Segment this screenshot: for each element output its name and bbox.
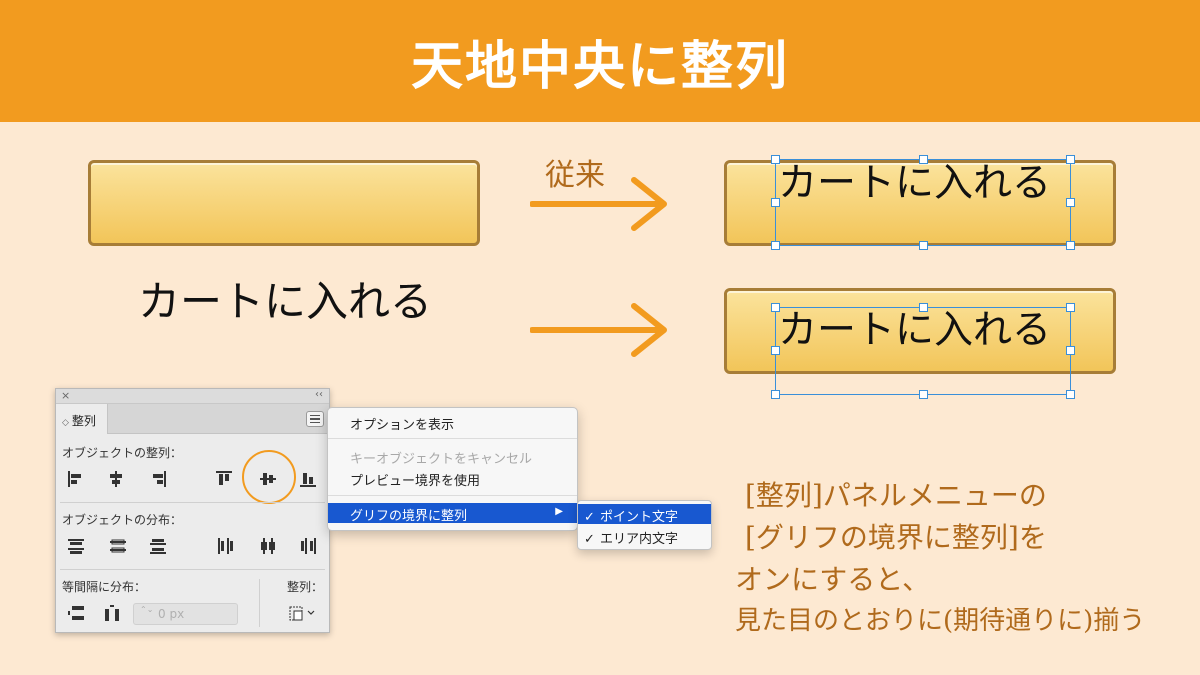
- stepper-icon[interactable]: ⌃⌄: [140, 605, 154, 614]
- menu-item-align-to-glyph-bounds[interactable]: グリフの境界に整列 ▶: [328, 503, 577, 524]
- selection-box-glyph-aligned: [775, 307, 1071, 395]
- submenu-item-area-text[interactable]: ✓エリア内文字: [584, 532, 679, 547]
- align-horizontal-center-icon[interactable]: [106, 469, 126, 489]
- spacing-value: 0 px: [158, 607, 185, 621]
- section-distribute-objects: オブジェクトの分布：: [62, 513, 183, 527]
- section-align-to: 整列：: [287, 580, 324, 594]
- submenu-arrow-icon: ▶: [555, 506, 563, 517]
- check-icon: ✓: [584, 510, 595, 525]
- selection-handle[interactable]: [771, 155, 780, 164]
- distribute-left-icon[interactable]: [216, 536, 236, 556]
- selection-handle[interactable]: [919, 241, 928, 250]
- check-icon: ✓: [584, 532, 595, 547]
- distribute-horizontal-center-icon[interactable]: [258, 536, 278, 556]
- panel-tabbar: ◇整列: [56, 404, 329, 434]
- menu-item-cancel-key-object: キーオブジェクトをキャンセル: [350, 452, 533, 467]
- align-panel: × ‹‹ ◇整列 オブジェクトの整列： オブジェクトの分布： 等間隔に分布： 整…: [55, 388, 330, 633]
- section-distribute-spacing: 等間隔に分布：: [62, 580, 147, 594]
- selection-box-conventional: [775, 159, 1071, 246]
- note-line-4: 見た目のとおりに(期待通りに)揃う: [735, 606, 1146, 636]
- note-line-3: オンにすると、: [735, 563, 931, 596]
- note-line-1: [整列]パネルメニューの: [745, 479, 1047, 512]
- arrow-right-icon: [530, 303, 667, 357]
- distribute-bottom-icon[interactable]: [148, 536, 168, 556]
- align-bottom-icon[interactable]: [298, 469, 318, 489]
- distribute-top-icon[interactable]: [66, 536, 86, 556]
- selection-handle[interactable]: [771, 241, 780, 250]
- menu-item-show-options[interactable]: オプションを表示: [350, 418, 455, 433]
- distribute-vertical-center-icon[interactable]: [108, 536, 128, 556]
- selection-handle[interactable]: [1066, 155, 1075, 164]
- distribute-horizontal-spacing-icon[interactable]: [102, 603, 122, 623]
- collapse-icon[interactable]: ‹‹: [315, 389, 323, 400]
- cart-label-separate: カートに入れる: [138, 277, 433, 326]
- distribute-right-icon[interactable]: [298, 536, 318, 556]
- distribute-vertical-spacing-icon[interactable]: [66, 603, 86, 623]
- page-title: 天地中央に整列: [410, 36, 789, 97]
- note-line-2: [グリフの境界に整列]を: [745, 521, 1047, 554]
- align-top-icon[interactable]: [214, 469, 234, 489]
- highlight-circle: [242, 450, 296, 504]
- section-align-objects: オブジェクトの整列：: [62, 446, 183, 460]
- cart-button-text-glyph-aligned: カートに入れる: [778, 308, 1052, 353]
- arrow-caption: 従来: [545, 158, 605, 193]
- selection-handle[interactable]: [771, 390, 780, 399]
- menu-item-use-preview-bounds[interactable]: プレビュー境界を使用: [350, 474, 481, 489]
- selection-handle[interactable]: [919, 155, 928, 164]
- align-right-icon[interactable]: [148, 469, 168, 489]
- selection-handle[interactable]: [919, 390, 928, 399]
- align-left-icon[interactable]: [66, 469, 86, 489]
- tab-align[interactable]: ◇整列: [56, 404, 108, 434]
- selection-handle[interactable]: [1066, 241, 1075, 250]
- header-banner: 天地中央に整列: [0, 0, 1200, 122]
- selection-handle[interactable]: [771, 303, 780, 312]
- cart-button-text-conventional: カートに入れる: [778, 161, 1052, 206]
- align-to-selection-icon[interactable]: [286, 603, 320, 623]
- selection-handle[interactable]: [1066, 390, 1075, 399]
- panel-titlebar: × ‹‹: [56, 389, 329, 404]
- glyph-bounds-submenu: ✓ポイント文字 ✓エリア内文字: [577, 500, 712, 550]
- cart-button-shape: [88, 160, 480, 246]
- selection-handle[interactable]: [771, 198, 780, 207]
- close-icon[interactable]: ×: [61, 389, 71, 402]
- tab-arrow-icon: ◇: [62, 418, 69, 428]
- selection-handle[interactable]: [1066, 198, 1075, 207]
- panel-context-menu: オプションを表示 キーオブジェクトをキャンセル プレビュー境界を使用 グリフの境…: [327, 407, 578, 531]
- arrow-right-icon: [530, 177, 667, 231]
- selection-handle[interactable]: [771, 346, 780, 355]
- panel-menu-button[interactable]: [306, 411, 324, 427]
- selection-handle[interactable]: [1066, 303, 1075, 312]
- spacing-input[interactable]: ⌃⌄ 0 px: [133, 603, 238, 625]
- selection-handle[interactable]: [919, 303, 928, 312]
- tab-label: 整列: [71, 414, 96, 428]
- submenu-item-point-text[interactable]: ✓ポイント文字: [578, 504, 711, 525]
- cart-button-glyph-aligned: [724, 288, 1116, 374]
- selection-handle[interactable]: [1066, 346, 1075, 355]
